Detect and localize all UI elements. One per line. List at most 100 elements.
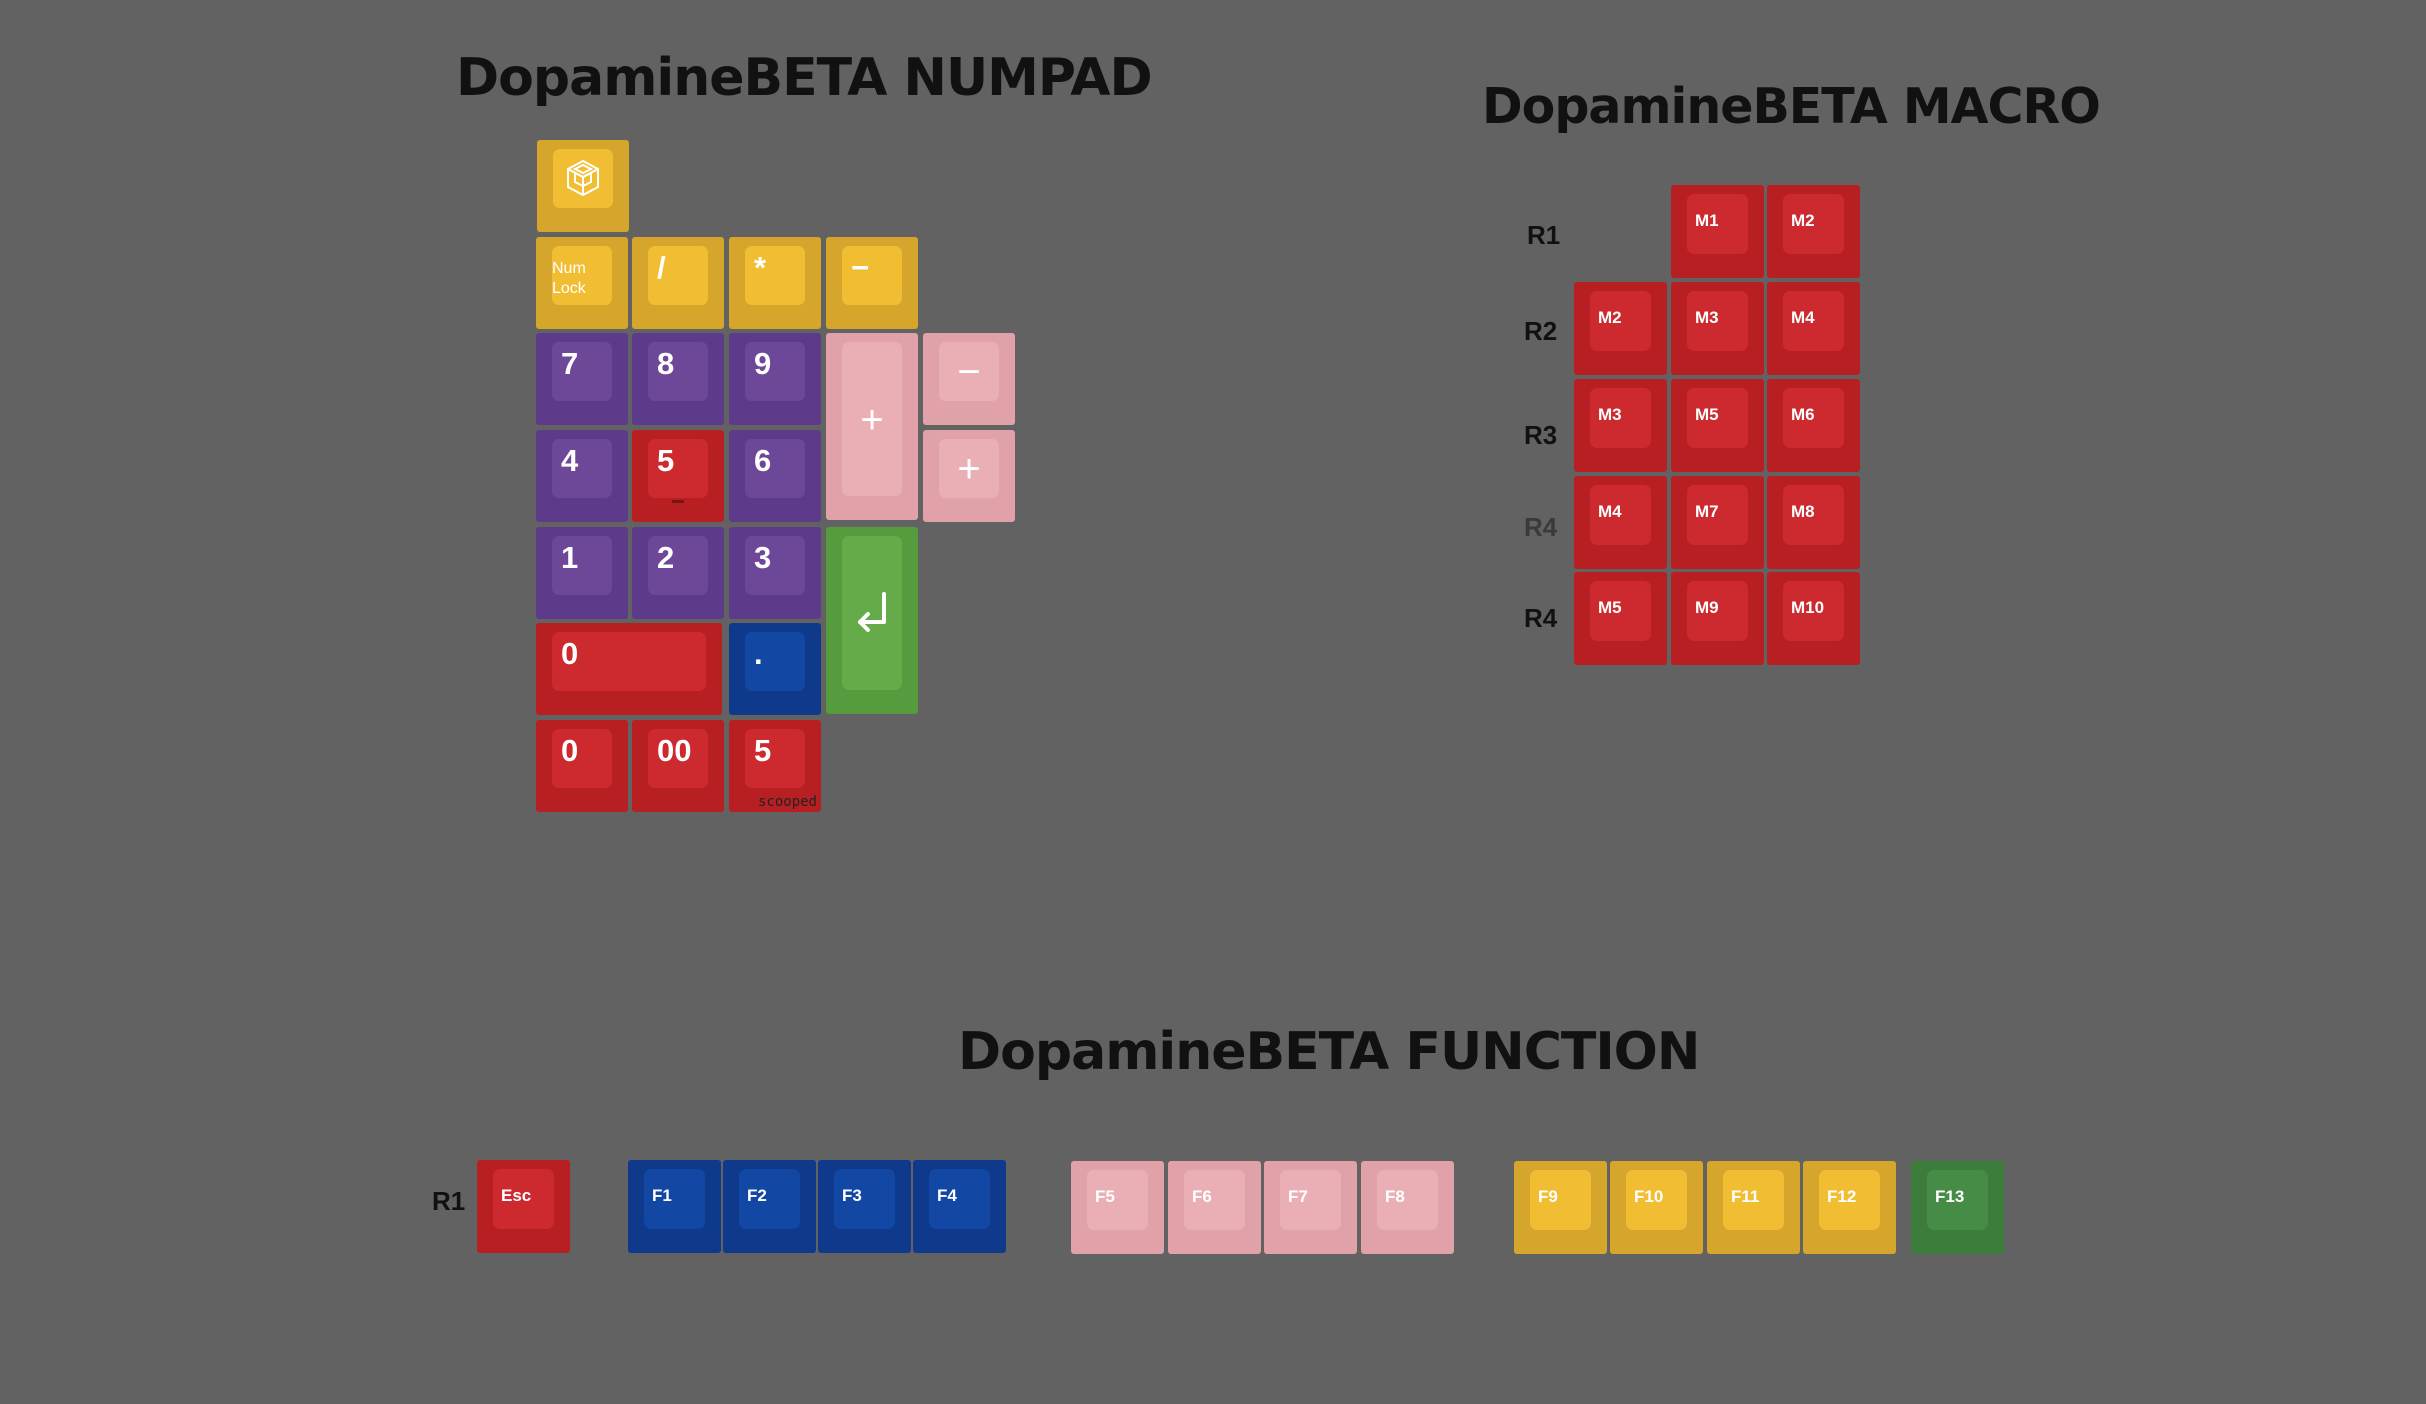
function-key-f1[interactable]: F1 [628,1160,721,1253]
macro-key-legend: M4 [1791,308,1815,327]
macro-row-label: R4 [1524,512,1558,542]
keyboard-cube-icon [567,159,599,197]
slash-key[interactable]: / [632,237,724,329]
decimal-legend: . [754,636,763,671]
macro-key[interactable]: M4 [1574,476,1667,569]
macro-row-label: R3 [1524,420,1558,450]
function-key-f9[interactable]: F9 [1514,1161,1607,1254]
function-key-legend: F5 [1095,1187,1115,1206]
macro-row-label: R4 [1524,603,1558,633]
macro-key[interactable]: M6 [1767,379,1860,472]
macro-key-legend: M3 [1598,405,1622,424]
zero-legend: 0 [561,733,579,768]
numpad-logo-key[interactable] [537,140,629,232]
function-key-legend: F3 [842,1186,862,1205]
macro-key[interactable]: M5 [1574,572,1667,665]
esc-legend: Esc [501,1186,532,1205]
key-3-legend: 3 [754,540,772,575]
function-key-f12[interactable]: F12 [1803,1161,1896,1254]
macro-key-legend: M5 [1695,405,1719,424]
macro-key[interactable]: M2 [1574,282,1667,375]
key-1[interactable]: 1 [536,527,628,619]
key-3[interactable]: 3 [729,527,821,619]
macro-key-legend: M3 [1695,308,1719,327]
macro-key[interactable]: M4 [1767,282,1860,375]
function-key-f13[interactable]: F13 [1911,1161,2004,1254]
slash-legend: / [657,250,666,285]
zero-wide-key[interactable]: 0 [536,623,722,715]
function-key-f2[interactable]: F2 [723,1160,816,1253]
macro-key[interactable]: M8 [1767,476,1860,569]
function-key-legend: F13 [1935,1187,1965,1206]
function-key-legend: F4 [937,1186,957,1205]
enter-key[interactable] [826,527,918,714]
zero-wide-legend: 0 [561,636,579,671]
macro-key-legend: M6 [1791,405,1815,424]
function-key-f10[interactable]: F10 [1610,1161,1703,1254]
key-9-legend: 9 [754,346,772,381]
function-key-legend: F6 [1192,1187,1212,1206]
macro-key[interactable]: M9 [1671,572,1764,665]
minus-pink-legend: − [957,350,981,394]
scooped-note: scooped [757,794,817,810]
double-zero-legend: 00 [657,733,692,768]
esc-key[interactable]: Esc [477,1160,570,1253]
key-5-legend: 5 [657,443,675,478]
function-row-label: R1 [432,1186,466,1216]
key-2[interactable]: 2 [632,527,724,619]
function-key-f11[interactable]: F11 [1707,1161,1800,1254]
function-key-f3[interactable]: F3 [818,1160,911,1253]
function-key-f8[interactable]: F8 [1361,1161,1454,1254]
plus-tall-legend: + [860,397,884,442]
macro-row-label: R1 [1527,220,1561,250]
key-6[interactable]: 6 [729,430,821,522]
decimal-key[interactable]: . [729,623,821,715]
five-scooped-legend: 5 [754,733,772,768]
key-7-legend: 7 [561,346,579,381]
numlock-legend: Num Lock [552,260,586,297]
macro-key[interactable]: M2 [1767,185,1860,278]
plus-pink-key[interactable]: + [923,430,1015,522]
key-1-legend: 1 [561,540,579,575]
function-key-legend: F10 [1634,1187,1664,1206]
macro-key[interactable]: M5 [1671,379,1764,472]
asterisk-key[interactable]: * [729,237,821,329]
plus-tall-key[interactable]: + [826,333,918,520]
function-key-legend: F8 [1385,1187,1405,1206]
asterisk-legend: * [754,250,767,285]
key-8[interactable]: 8 [632,333,724,425]
macro-title: DopamineBETA MACRO [1482,78,2101,135]
function-key-legend: F2 [747,1186,767,1205]
key-7[interactable]: 7 [536,333,628,425]
numlock-key[interactable]: Num Lock [536,237,628,329]
function-key-f6[interactable]: F6 [1168,1161,1261,1254]
five-scooped-key[interactable]: 5 scooped [729,720,821,812]
macro-key-legend: M1 [1695,211,1719,230]
key-8-legend: 8 [657,346,675,381]
macro-key-legend: M2 [1598,308,1622,327]
key-4[interactable]: 4 [536,430,628,522]
function-key-f5[interactable]: F5 [1071,1161,1164,1254]
macro-key-legend: M5 [1598,598,1622,617]
macro-key[interactable]: M3 [1574,379,1667,472]
function-key-legend: F9 [1538,1187,1558,1206]
key-5[interactable]: 5 [632,430,724,522]
minus-pink-key[interactable]: − [923,333,1015,425]
function-title: DopamineBETA FUNCTION [958,1022,1700,1082]
macro-key[interactable]: M10 [1767,572,1860,665]
function-key-legend: F11 [1731,1187,1760,1206]
macro-key-legend: M9 [1695,598,1719,617]
zero-key[interactable]: 0 [536,720,628,812]
macro-key[interactable]: M1 [1671,185,1764,278]
macro-key-legend: M7 [1695,502,1719,521]
key-4-legend: 4 [561,443,579,478]
key-9[interactable]: 9 [729,333,821,425]
macro-key[interactable]: M3 [1671,282,1764,375]
homing-bar [672,500,684,503]
function-key-f4[interactable]: F4 [913,1160,1006,1253]
minus-key[interactable]: − [826,237,918,329]
function-key-f7[interactable]: F7 [1264,1161,1357,1254]
double-zero-key[interactable]: 00 [632,720,724,812]
key-2-legend: 2 [657,540,675,575]
macro-key[interactable]: M7 [1671,476,1764,569]
